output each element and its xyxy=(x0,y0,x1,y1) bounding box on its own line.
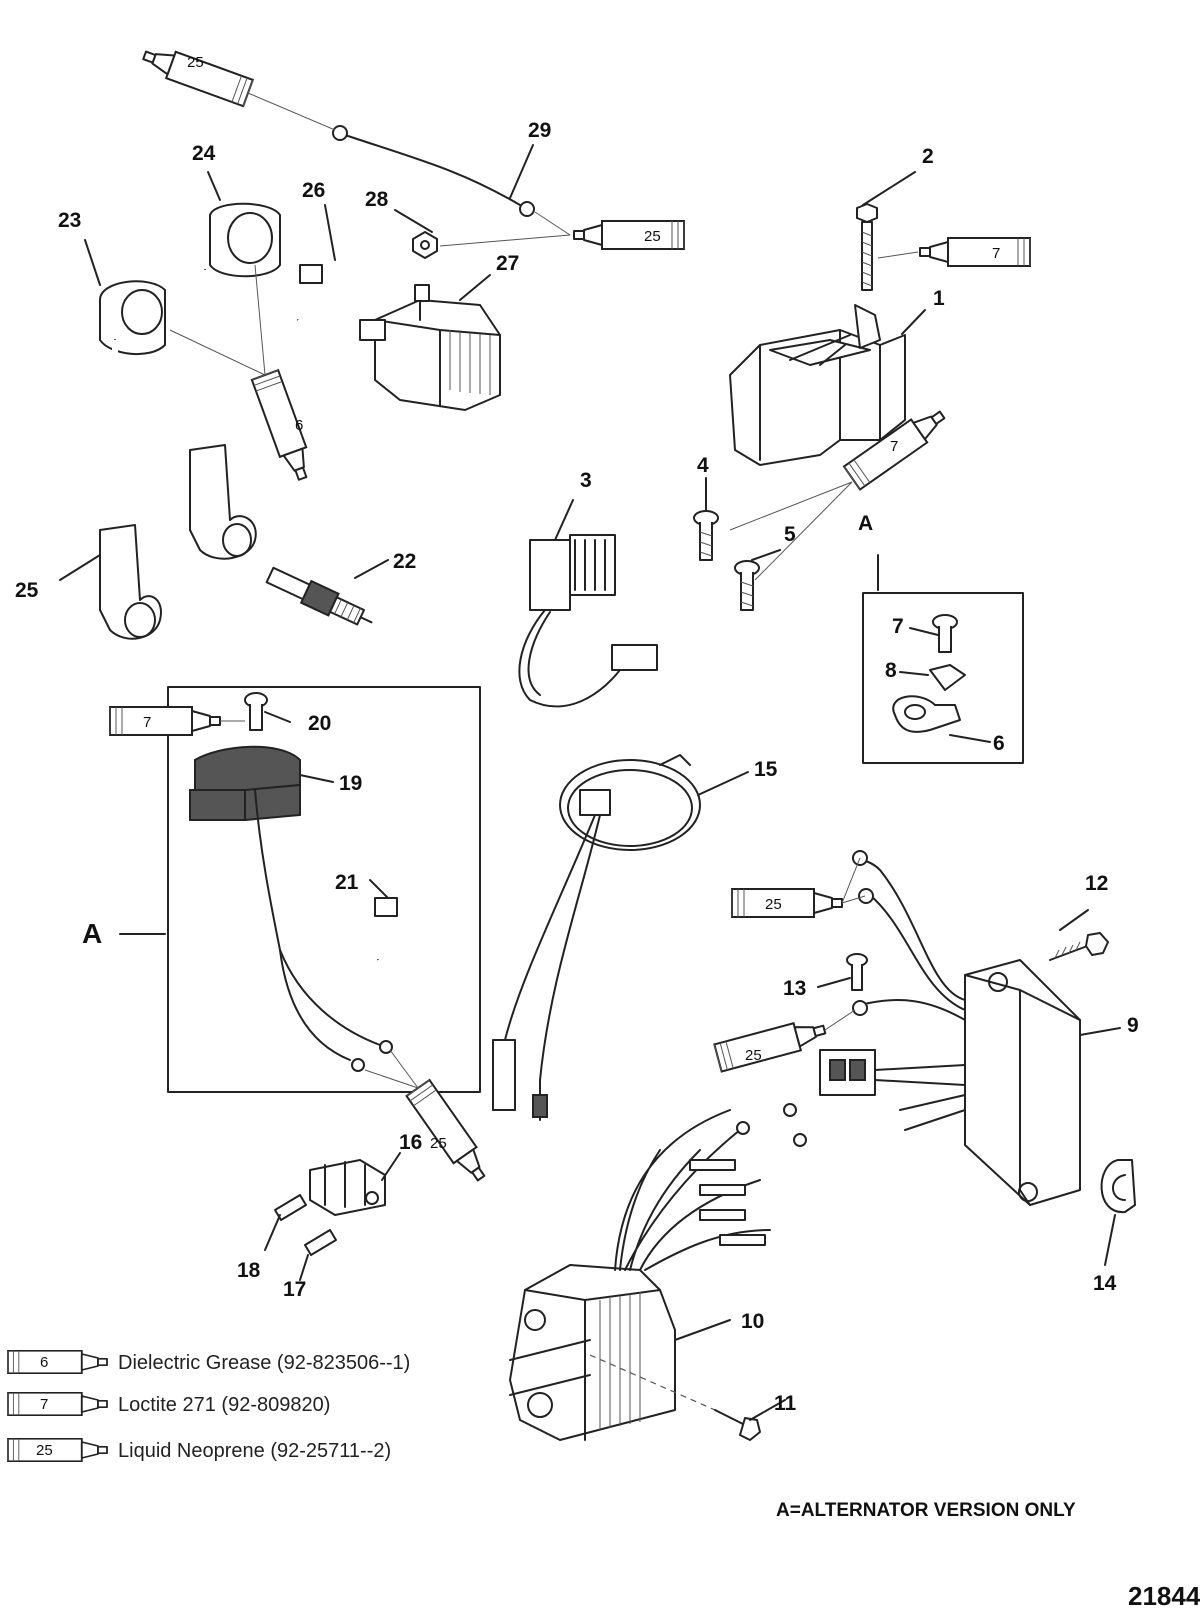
callout-24: 24 xyxy=(192,142,216,165)
tube-25-upper-right-label: 25 xyxy=(644,228,661,245)
callout-12: 12 xyxy=(1085,872,1108,895)
callout-13: 13 xyxy=(783,977,806,1000)
callout-25: 25 xyxy=(15,579,39,602)
part-28-nut xyxy=(412,231,438,259)
part-24-boot xyxy=(189,202,281,560)
legend: 6 Dielectric Grease (92-823506--1) 7 Loc… xyxy=(7,1349,410,1463)
part-21-clamp xyxy=(374,897,444,977)
callout-19: 19 xyxy=(339,772,362,795)
tube-25-lower-right xyxy=(713,1015,829,1073)
part-2-screw xyxy=(856,203,878,291)
part-29-ground-lead xyxy=(332,125,535,217)
callout-17: 17 xyxy=(283,1278,306,1301)
callout-28: 28 xyxy=(365,188,389,211)
part-7-screw-detail xyxy=(932,614,958,653)
part-4-screw xyxy=(693,510,719,561)
legend-text-neoprene: Liquid Neoprene (92-25711--2) xyxy=(118,1440,391,1462)
legend-code-loctite: 7 xyxy=(40,1396,48,1413)
legend-text-grease: Dielectric Grease (92-823506--1) xyxy=(118,1352,410,1374)
callout-8: 8 xyxy=(885,659,897,682)
tube-7-left xyxy=(109,706,221,736)
callout-26: 26 xyxy=(302,179,325,202)
callout-labels: 2 29 24 26 28 23 27 1 4 3 5 A 22 25 7 8 … xyxy=(15,119,1139,1415)
callout-16: 16 xyxy=(399,1131,422,1154)
legend-row-grease: 6 Dielectric Grease (92-823506--1) xyxy=(7,1349,410,1375)
callout-22: 22 xyxy=(393,550,416,573)
part-8-clip xyxy=(929,664,966,691)
callout-6: 6 xyxy=(993,732,1005,755)
tube-7-upper-right-label: 7 xyxy=(992,245,1000,262)
tube-25-top xyxy=(138,41,254,108)
part-20-screw xyxy=(244,692,268,731)
callout-detail-a-right: A xyxy=(858,512,873,535)
legend-row-loctite: 7 Loctite 271 (92-809820) xyxy=(7,1391,330,1417)
callout-23: 23 xyxy=(58,209,81,232)
part-19-stator xyxy=(189,745,393,1072)
leader-lines xyxy=(59,144,1121,1421)
callout-14: 14 xyxy=(1093,1272,1117,1295)
part-5-screw xyxy=(734,560,760,611)
callout-29: 29 xyxy=(528,119,551,142)
callout-21: 21 xyxy=(335,871,359,894)
callout-20: 20 xyxy=(308,712,331,735)
callout-9: 9 xyxy=(1127,1014,1139,1037)
part-16-terminal-block xyxy=(309,1159,386,1216)
part-1-ignition-coils xyxy=(729,304,906,466)
tube-7-left-label: 7 xyxy=(143,714,151,731)
callout-7: 7 xyxy=(892,615,904,638)
tube-25-box-label: 25 xyxy=(430,1135,447,1152)
part-27-ignition-coil xyxy=(359,284,501,411)
figure-id: 21844 xyxy=(1128,1581,1200,1611)
callout-15: 15 xyxy=(754,758,778,781)
part-26-clamp xyxy=(297,261,372,329)
detail-a-clamp-box xyxy=(862,554,1024,764)
part-17-screw xyxy=(304,1229,337,1256)
part-11-screw xyxy=(714,1409,761,1441)
part-3-trigger xyxy=(518,534,723,708)
part-22-spark-plug xyxy=(265,566,373,626)
part-9-switch-box xyxy=(819,850,1081,1206)
callout-2: 2 xyxy=(922,145,934,168)
part-23-boot xyxy=(99,280,166,541)
part-25-boot xyxy=(99,524,162,640)
callout-27: 27 xyxy=(496,252,519,275)
tube-25-lower-right-label: 25 xyxy=(745,1047,762,1064)
alternator-note: A=ALTERNATOR VERSION ONLY xyxy=(776,1500,1076,1521)
tube-6-left-label: 6 xyxy=(295,417,303,434)
tube-7-upper-right xyxy=(919,237,1031,267)
legend-code-grease: 6 xyxy=(40,1354,48,1371)
callout-5: 5 xyxy=(784,523,796,546)
tube-25-top-label: 25 xyxy=(187,54,204,71)
part-14-clip xyxy=(1100,1159,1136,1214)
tube-25-mid-right-label: 25 xyxy=(765,896,782,913)
callout-detail-a-left: A xyxy=(82,918,102,949)
part-12-screw xyxy=(1049,932,1109,961)
legend-row-neoprene: 25 Liquid Neoprene (92-25711--2) xyxy=(7,1437,391,1463)
part-6-clamp xyxy=(892,695,961,733)
tube-7-right-label: 7 xyxy=(890,438,898,455)
callout-3: 3 xyxy=(580,469,592,492)
callout-4: 4 xyxy=(697,454,709,477)
callout-18: 18 xyxy=(237,1259,261,1282)
tube-25-mid-right xyxy=(731,888,843,918)
detail-a-stator-box xyxy=(119,686,481,1093)
tube-6-left xyxy=(250,369,317,485)
part-10-cdm xyxy=(509,1103,807,1441)
legend-code-neoprene: 25 xyxy=(36,1442,53,1459)
legend-text-loctite: Loctite 271 (92-809820) xyxy=(118,1394,330,1416)
callout-1: 1 xyxy=(933,287,945,310)
callout-10: 10 xyxy=(741,1310,764,1333)
tube-25-upper-right xyxy=(573,220,685,250)
part-15-coil-loop xyxy=(492,754,701,1121)
part-13-screw xyxy=(846,953,868,991)
callout-11: 11 xyxy=(774,1392,797,1415)
